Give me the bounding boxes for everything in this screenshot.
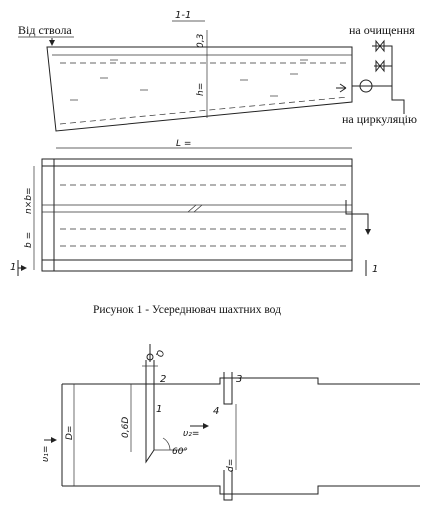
dim-d-label: d= xyxy=(226,459,236,472)
callout-1: 1 xyxy=(156,404,162,415)
tank-section-outline xyxy=(46,46,353,132)
callout-2: 2 xyxy=(160,374,166,385)
v2-label: υ₂= xyxy=(183,429,199,439)
section-view: 1-1 Від ствола на очищення на циркуляцію… xyxy=(18,10,417,132)
cut-mark-right: 1 xyxy=(372,264,378,275)
diaphragm-upper xyxy=(223,372,233,405)
pipe-bottom-wall xyxy=(62,485,420,495)
diaphragm-lower xyxy=(223,470,233,501)
callout-3: 3 xyxy=(236,374,242,385)
valve-icon-bottom xyxy=(375,59,385,73)
pump-icon xyxy=(359,79,373,93)
dim-nb-label: n×b= xyxy=(24,188,34,215)
dim-D-label: D= xyxy=(65,426,75,440)
outflow-top-label: на очищення xyxy=(349,23,415,37)
dim-L-label: L = xyxy=(176,139,191,149)
pipe-to-circulation xyxy=(352,85,405,114)
section-label: 1-1 xyxy=(175,10,191,21)
plan-view: L = n×b= b = 1 1 xyxy=(10,139,378,276)
valve-icon-top xyxy=(375,39,385,53)
outflow-bottom-label: на циркуляцію xyxy=(342,112,417,126)
dim-h-label: h= xyxy=(196,83,206,96)
dim-b-label: b = xyxy=(24,232,34,248)
v1-label: υ₁= xyxy=(41,446,51,462)
dim-06D-label: 0,6D xyxy=(121,417,131,438)
dim-0.3-label: 0,3 xyxy=(196,33,206,48)
injection-pipe xyxy=(145,360,155,464)
q-label: Q xyxy=(154,350,164,357)
callout-4: 4 xyxy=(213,406,219,417)
plan-outlet-pipe xyxy=(345,200,369,228)
pipe-to-cleaning xyxy=(372,45,393,86)
pipe-mixer-diagram: D= 0,6D d= υ₁= υ₂= 60° 1 2 3 4 Q xyxy=(41,344,420,501)
cut-mark-left: 1 xyxy=(10,262,16,273)
tank-plan-outline xyxy=(41,158,353,272)
inflow-label: Від ствола xyxy=(18,23,72,37)
pipe-top-wall xyxy=(62,377,420,385)
figure-caption: Рисунок 1 - Усереднювач шахтних вод xyxy=(93,304,281,316)
angle-label: 60° xyxy=(172,447,188,457)
